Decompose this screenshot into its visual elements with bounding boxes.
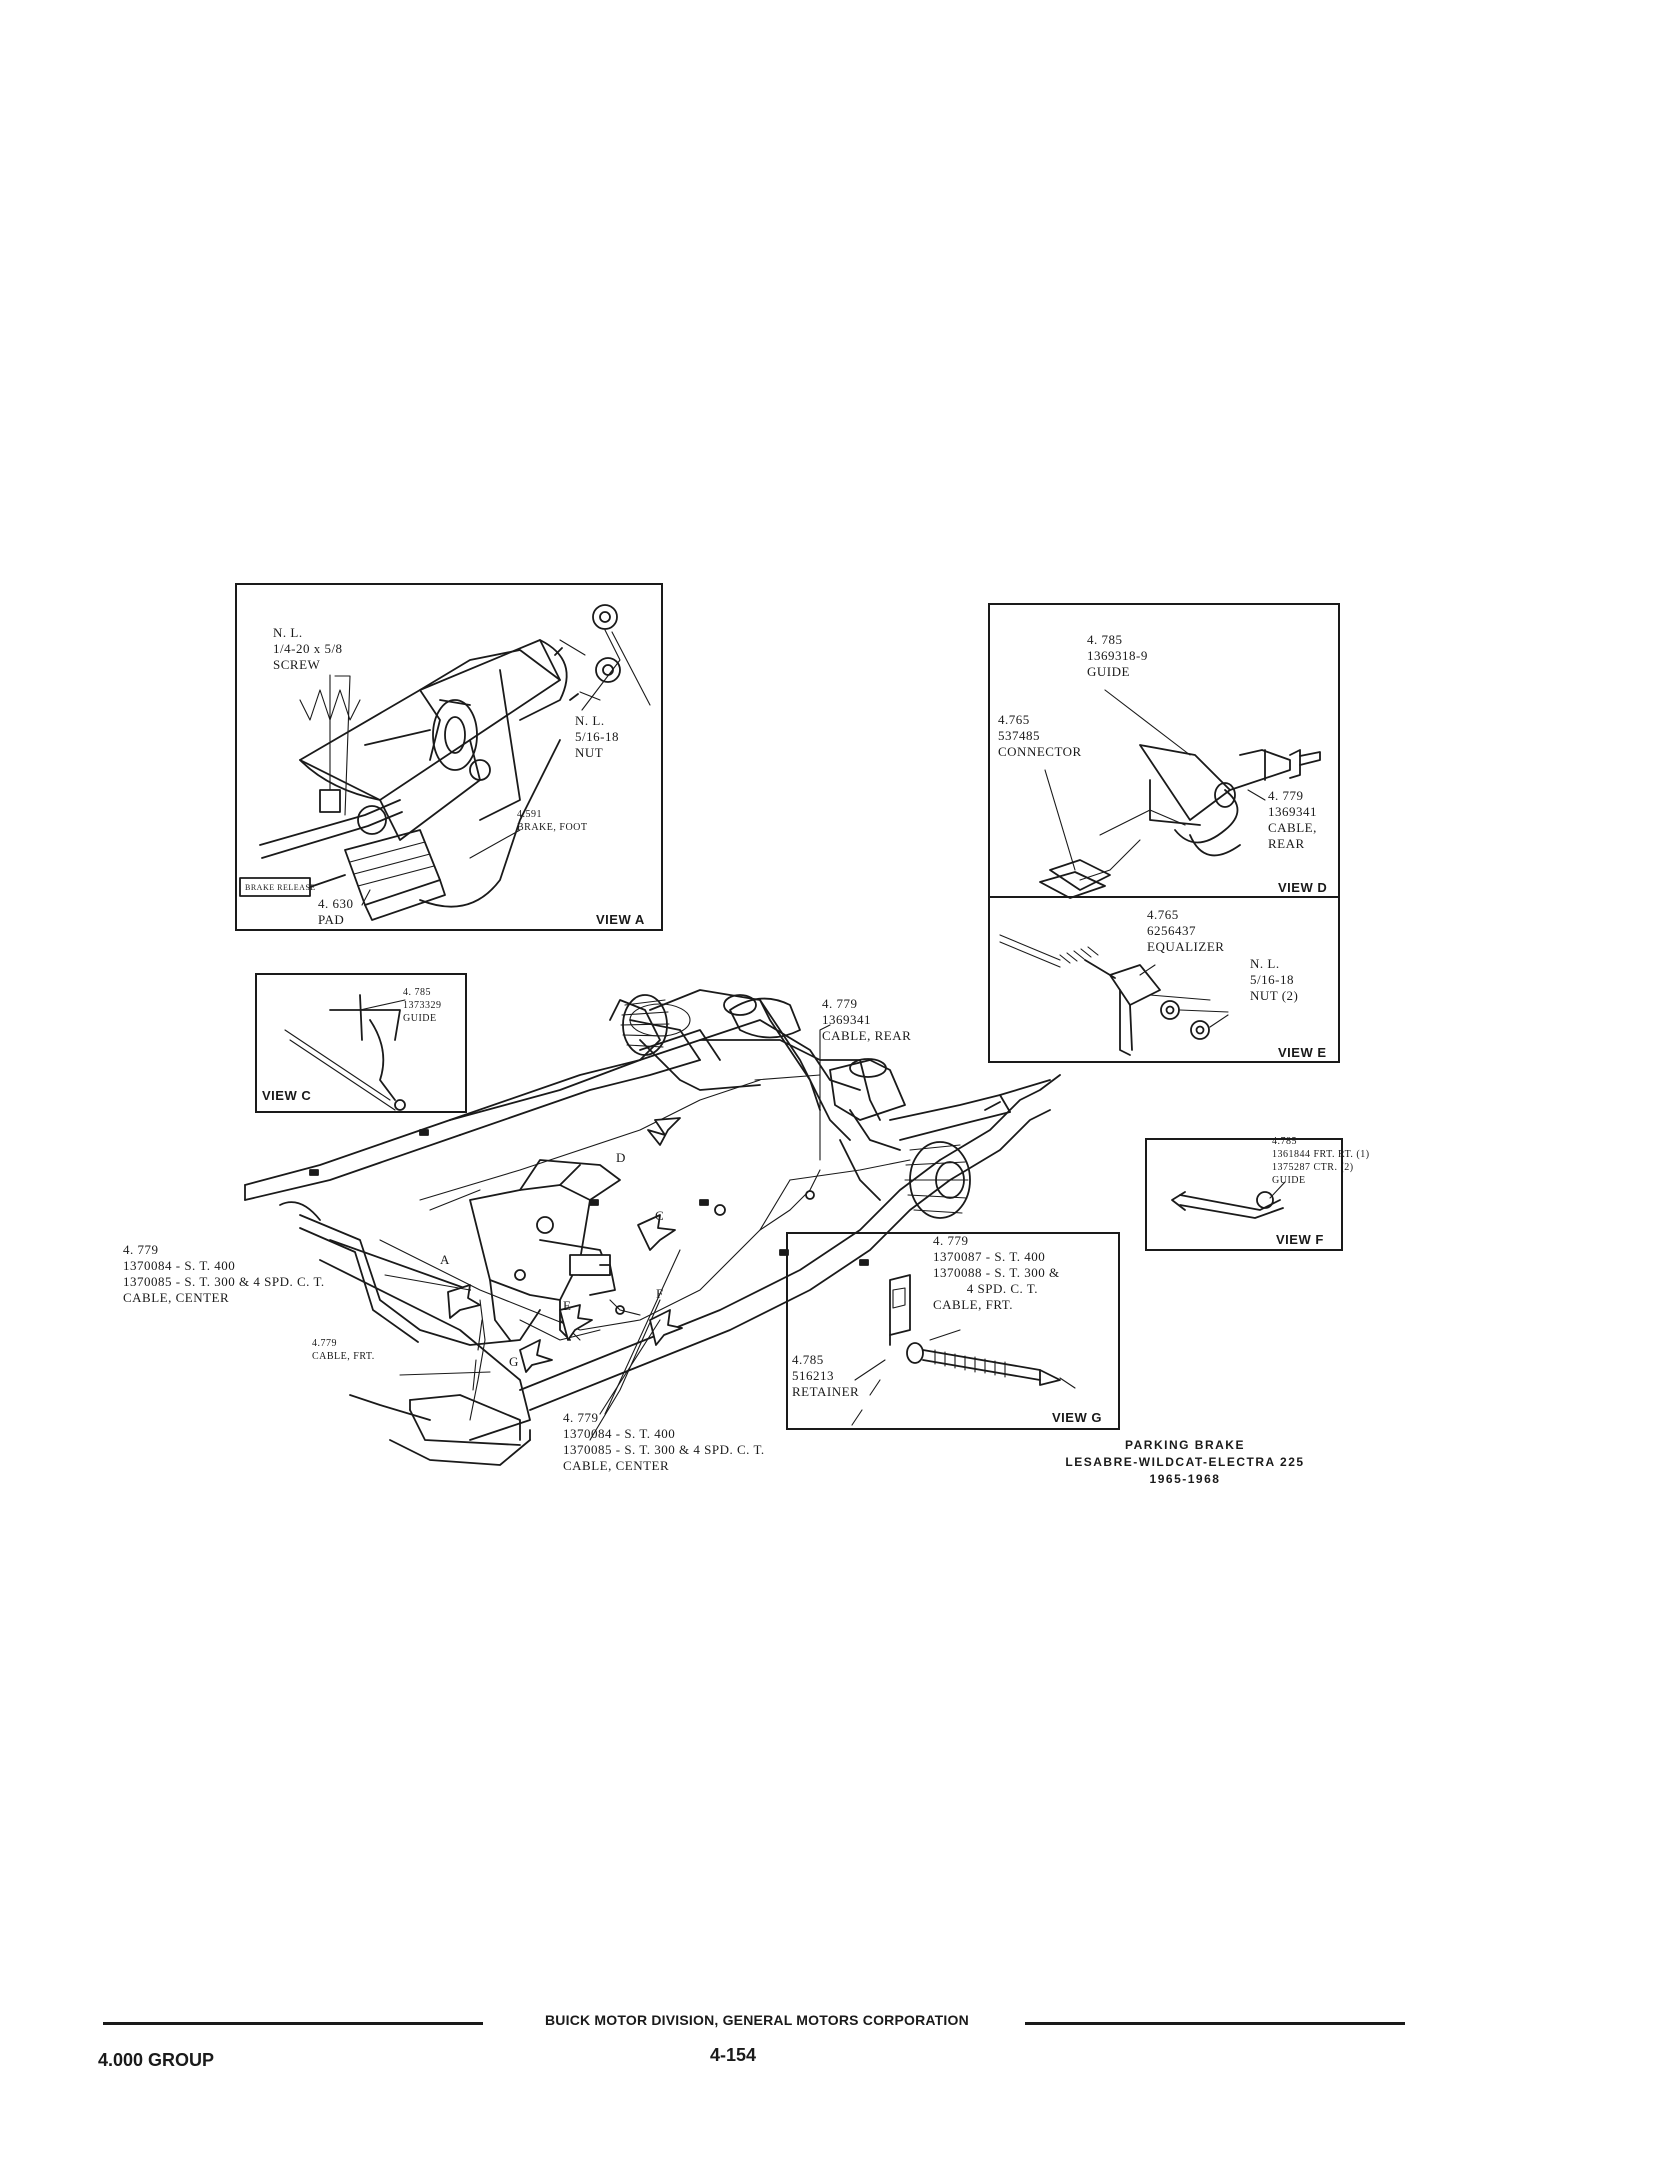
view-f-guide-label: 4.785 1361844 FRT. RT. (1) 1375287 CTR. … <box>1272 1136 1370 1186</box>
brake-release-knob-label: BRAKE RELEASE <box>245 883 316 892</box>
view-e-equalizer-label: 4.765 6256437 EQUALIZER <box>1147 907 1225 954</box>
view-d-cable-label: 4. 779 1369341 CABLE, REAR <box>1268 788 1317 851</box>
diagram-caption: PARKING BRAKE LESABRE-WILDCAT-ELECTRA 22… <box>1040 1437 1330 1488</box>
view-d-tag: VIEW D <box>1278 880 1328 895</box>
view-a-screw-label: N. L. 1/4-20 x 5/8 SCREW <box>273 625 343 672</box>
view-c-tag: VIEW C <box>262 1088 312 1103</box>
view-g-drawing <box>851 1274 1076 1426</box>
view-a-drawing <box>239 604 651 921</box>
view-e-panel <box>988 896 1340 1063</box>
caption-years: 1965-1968 <box>1149 1472 1221 1486</box>
view-a-pad-label: 4. 630 PAD <box>318 896 354 927</box>
cable-center-bottom-label: 4. 779 1370084 - S. T. 400 1370085 - S. … <box>563 1410 765 1473</box>
view-g-tag: VIEW G <box>1052 1410 1102 1425</box>
view-c-panel <box>255 973 467 1113</box>
arrow-letter-a: A <box>440 1252 450 1267</box>
footer-division: BUICK MOTOR DIVISION, GENERAL MOTORS COR… <box>545 2012 969 2028</box>
view-a-nut-label: N. L. 5/16-18 NUT <box>575 713 619 760</box>
footer-page-number: 4-154 <box>710 2045 757 2065</box>
view-g-cable-label: 4. 779 1370087 - S. T. 400 1370088 - S. … <box>933 1233 1060 1312</box>
view-g-panel <box>786 1232 1120 1430</box>
view-d-connector-label: 4.765 537485 CONNECTOR <box>998 712 1082 759</box>
view-c-guide-label: 4. 785 1373329 GUIDE <box>403 987 442 1024</box>
cable-center-left-label: 4. 779 1370084 - S. T. 400 1370085 - S. … <box>123 1242 325 1305</box>
view-g-retainer-label: 4.785 516213 RETAINER <box>792 1352 860 1399</box>
arrow-letter-c: C <box>655 1208 665 1223</box>
view-f-tag: VIEW F <box>1276 1232 1324 1247</box>
caption-title: PARKING BRAKE <box>1125 1438 1245 1452</box>
caption-models: LESABRE-WILDCAT-ELECTRA 225 <box>1065 1455 1305 1469</box>
view-f-drawing <box>1171 1181 1286 1219</box>
arrow-letter-e: E <box>563 1298 572 1313</box>
arrow-letter-d: D <box>616 1150 626 1165</box>
view-d-guide-label: 4. 785 1369318-9 GUIDE <box>1087 632 1148 679</box>
view-e-nut-label: N. L. 5/16-18 NUT (2) <box>1250 956 1299 1003</box>
arrow-letter-f: F <box>656 1286 664 1301</box>
view-c-drawing <box>284 994 406 1111</box>
cable-rear-label: 4. 779 1369341 CABLE, REAR <box>822 996 912 1043</box>
chassis-frame-drawing <box>244 989 1061 1466</box>
view-a-brake-label: 4.591 BRAKE, FOOT <box>517 809 588 833</box>
view-a-tag: VIEW A <box>596 912 645 927</box>
view-e-drawing <box>999 934 1229 1056</box>
cable-front-label: 4.779 CABLE, FRT. <box>312 1338 375 1362</box>
view-d-drawing <box>1039 689 1321 899</box>
footer-rule-left <box>103 2022 483 2025</box>
view-a-panel <box>235 583 663 931</box>
view-f-panel <box>1145 1138 1343 1251</box>
view-e-tag: VIEW E <box>1278 1045 1327 1060</box>
footer-group: 4.000 GROUP <box>98 2050 215 2070</box>
arrow-letter-g: G <box>509 1354 519 1369</box>
footer-rule-right <box>1025 2022 1405 2025</box>
